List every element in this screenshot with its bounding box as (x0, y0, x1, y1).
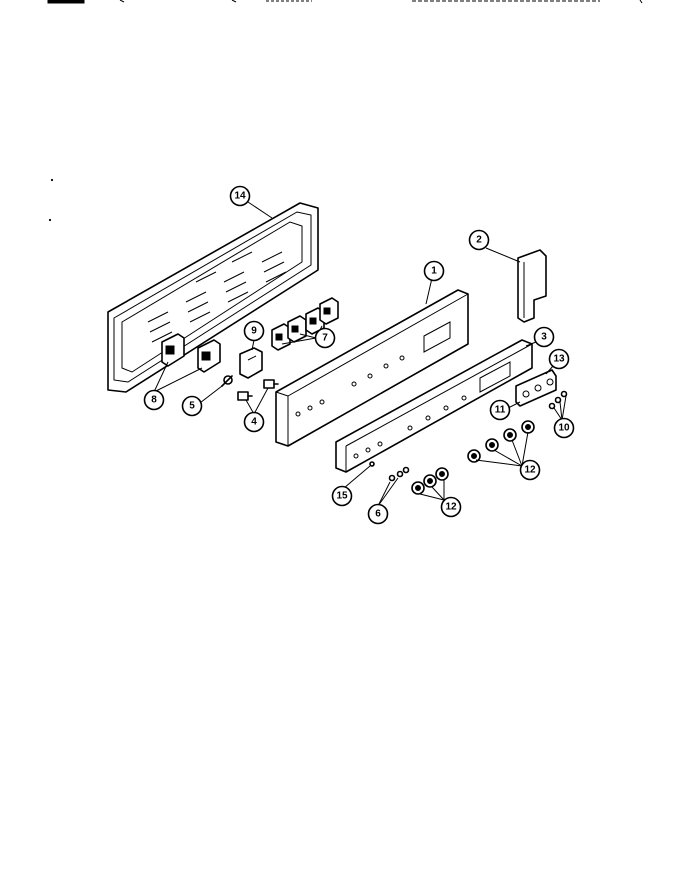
trim-knob-holes (353, 395, 467, 459)
callout-label: 3 (541, 332, 547, 343)
callout: 13 (548, 348, 570, 370)
infinite-switches-part (271, 297, 339, 351)
callout: 12 (519, 459, 541, 481)
callout-label: 12 (524, 465, 536, 476)
back-panel-part (107, 202, 319, 393)
panel-slots (147, 251, 287, 343)
callout-label: 7 (322, 333, 328, 344)
callouts: 14 2 1 9 7 3 13 8 5 4 11 10 12 15 6 12 (143, 185, 575, 525)
callout-label: 8 (151, 395, 157, 406)
side-bracket-part (517, 249, 547, 323)
front-trim-part (335, 339, 533, 473)
bracket-part (161, 333, 221, 373)
callout-label: 15 (336, 491, 348, 502)
callout: 11 (489, 399, 511, 421)
callout-label: 14 (234, 191, 246, 202)
callout: 4 (243, 411, 265, 433)
callout: 6 (367, 503, 389, 525)
callout: 5 (181, 395, 203, 417)
callout-label: 2 (476, 235, 482, 246)
callout: 3 (533, 326, 555, 348)
callout-label: 9 (251, 326, 257, 337)
callout-label: 13 (553, 354, 565, 365)
switch-part (239, 347, 263, 379)
callout: 15 (331, 485, 353, 507)
callout-label: 6 (375, 509, 381, 520)
callout: 1 (423, 260, 445, 282)
timer-plate-part (515, 369, 557, 407)
knobs-left-part (411, 467, 449, 495)
callout: 10 (553, 417, 575, 439)
callout: 14 (229, 185, 251, 207)
socket-part (237, 379, 279, 401)
scan-specks (48, 178, 54, 222)
callout-label: 4 (251, 417, 257, 428)
knobs-right-part (467, 420, 535, 463)
clip-part (221, 375, 233, 387)
screws-part (548, 390, 568, 410)
callout: 8 (143, 389, 165, 411)
small-fastener-part (369, 461, 375, 467)
callout-label: 1 (431, 266, 437, 277)
panel-knob-holes (295, 355, 405, 417)
callout-label: 5 (189, 401, 195, 412)
callout: 9 (243, 320, 265, 342)
callout-label: 10 (558, 423, 570, 434)
callout: 12 (440, 496, 462, 518)
callout: 7 (314, 327, 336, 349)
callout-label: 12 (445, 502, 457, 513)
header-fragments (47, 0, 643, 4)
small-screws-part (388, 466, 410, 482)
callout-label: 11 (495, 405, 506, 416)
control-panel-part (275, 289, 469, 447)
callout: 2 (468, 229, 490, 251)
